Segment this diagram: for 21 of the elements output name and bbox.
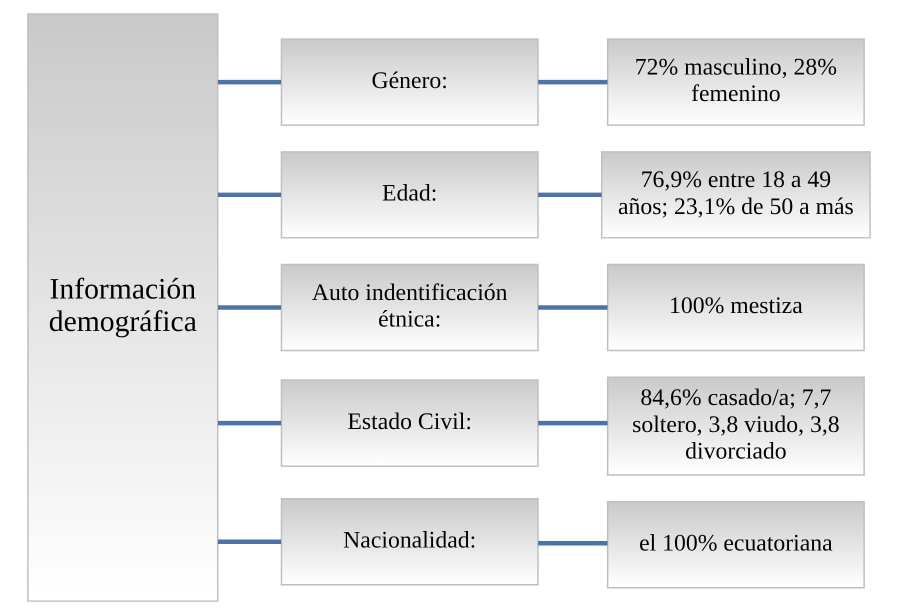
node-box: Auto indentificación étnica: xyxy=(280,264,538,352)
node-box: Nacionalidad: xyxy=(280,498,538,586)
connector xyxy=(538,80,608,84)
node-box: el 100% ecuatoriana xyxy=(606,500,864,588)
node-box: 76,9% entre 18 a 49 años; 23,1% de 50 a más xyxy=(600,151,870,239)
connector xyxy=(217,420,281,426)
node-box: Género: xyxy=(280,38,538,126)
connector xyxy=(538,420,608,426)
connector xyxy=(217,192,281,198)
node-box: Edad: xyxy=(280,151,538,239)
connector xyxy=(538,192,602,198)
connector xyxy=(538,541,608,546)
connector xyxy=(217,80,281,84)
connector xyxy=(217,540,281,544)
node-box: Información demográfica xyxy=(26,13,218,602)
connector xyxy=(217,305,281,310)
node-box: 84,6% casado/a; 7,7 soltero, 3,8 viudo, 3,8 divorciado xyxy=(606,376,864,476)
node-box: Estado Civil: xyxy=(280,379,538,467)
node-box: 100% mestiza xyxy=(606,264,864,352)
connector xyxy=(538,305,608,310)
node-box: 72% masculino, 28% femenino xyxy=(606,38,864,126)
